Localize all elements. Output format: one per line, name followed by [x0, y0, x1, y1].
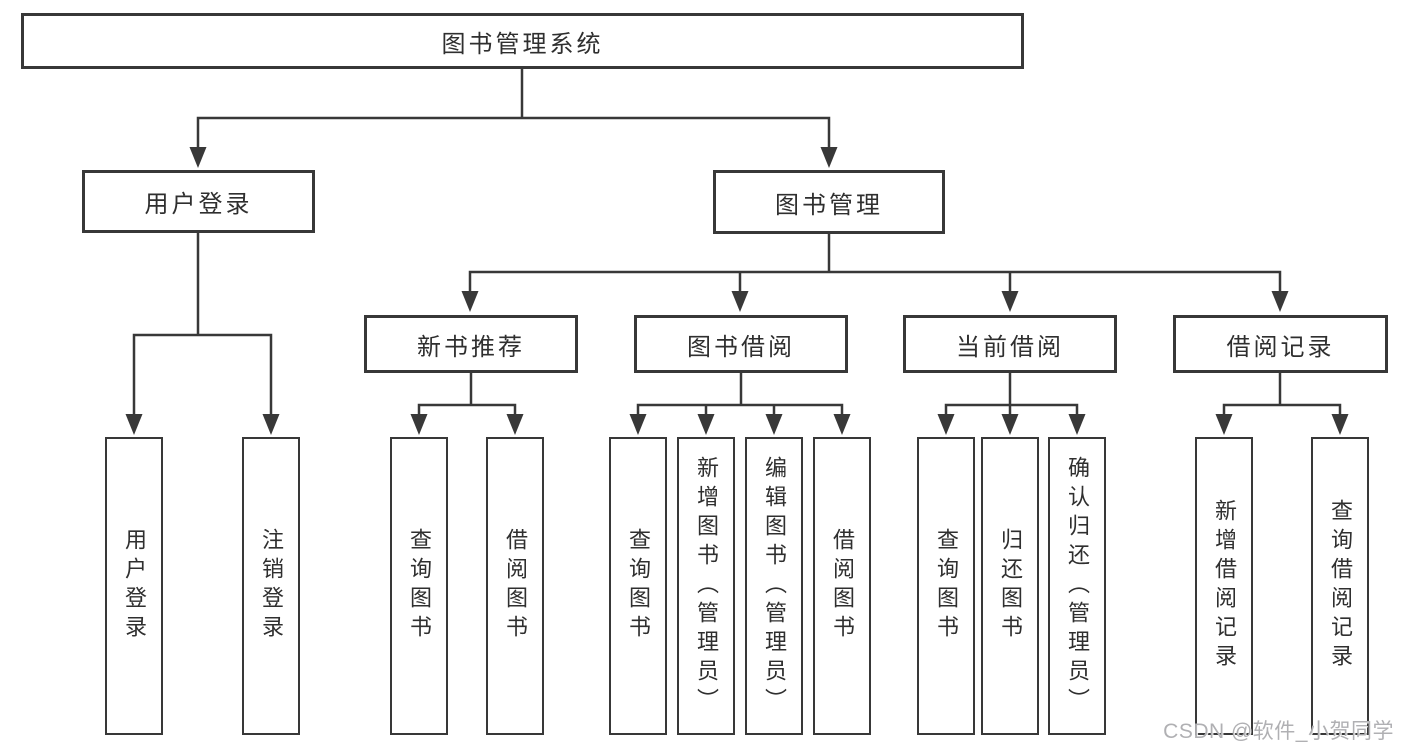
- node-label: 注销登录: [259, 528, 284, 644]
- node-label: 查询图书: [626, 528, 651, 644]
- leaf-user-login: 用户登录: [105, 437, 163, 735]
- csdn-watermark: CSDN @软件_小贺同学: [1163, 720, 1394, 743]
- leaf-query-books-current: 查询图书: [917, 437, 975, 735]
- leaf-return-books: 归还图书: [981, 437, 1039, 735]
- node-label: 查询图书: [934, 528, 959, 644]
- arrow-down-icons: [125, 147, 1349, 435]
- node-label: 借阅图书: [830, 528, 855, 644]
- node-book-borrowing: 图书借阅: [634, 315, 848, 373]
- node-library-system: 图书管理系统: [21, 13, 1024, 69]
- leaf-add-borrow-record: 新增借阅记录: [1195, 437, 1253, 735]
- leaf-query-borrow-record: 查询借阅记录: [1311, 437, 1369, 735]
- connector-records-rail: [1222, 403, 1342, 414]
- leaf-query-books-recommend: 查询图书: [390, 437, 448, 735]
- connector-level3-rail: [468, 270, 1282, 291]
- node-new-book-recommend: 新书推荐: [364, 315, 578, 373]
- leaf-query-books-borrow: 查询图书: [609, 437, 667, 735]
- node-label: 查询图书: [407, 528, 432, 644]
- connector-current-rail: [944, 403, 1079, 414]
- node-label: 借阅记录: [1226, 333, 1335, 361]
- leaf-borrow-books: 借阅图书: [813, 437, 871, 735]
- node-label: 当前借阅: [956, 333, 1064, 361]
- node-label: 用户登录: [144, 191, 253, 218]
- node-label: 借阅图书: [503, 528, 528, 644]
- node-label: 编辑图书（管理员）: [762, 455, 787, 717]
- node-label: 图书借阅: [687, 333, 795, 361]
- node-current-borrowing: 当前借阅: [903, 315, 1117, 373]
- node-label: 新书推荐: [417, 333, 525, 361]
- leaf-logout: 注销登录: [242, 437, 300, 735]
- node-label: 新增借阅记录: [1212, 499, 1237, 673]
- node-book-management: 图书管理: [713, 170, 945, 234]
- node-label: 图书管理: [775, 191, 883, 219]
- node-label: 图书管理系统: [441, 30, 604, 58]
- connector-userlogin-rail: [132, 333, 273, 414]
- node-label: 归还图书: [998, 528, 1023, 644]
- leaf-borrow-books-recommend: 借阅图书: [486, 437, 544, 735]
- node-borrowing-records: 借阅记录: [1173, 315, 1388, 373]
- node-label: 用户登录: [122, 528, 147, 644]
- leaf-edit-books-admin: 编辑图书（管理员）: [745, 437, 803, 735]
- node-label: 查询借阅记录: [1328, 499, 1353, 673]
- connector-level2-rail: [196, 116, 831, 147]
- connector-borrow-rail: [636, 403, 844, 414]
- node-label: 确认归还（管理员）: [1065, 455, 1090, 717]
- leaf-add-books-admin: 新增图书（管理员）: [677, 437, 735, 735]
- node-label: 新增图书（管理员）: [694, 455, 719, 717]
- leaf-confirm-return-admin: 确认归还（管理员）: [1048, 437, 1106, 735]
- node-user-login: 用户登录: [82, 170, 315, 233]
- connector-newbook-rail: [417, 403, 517, 414]
